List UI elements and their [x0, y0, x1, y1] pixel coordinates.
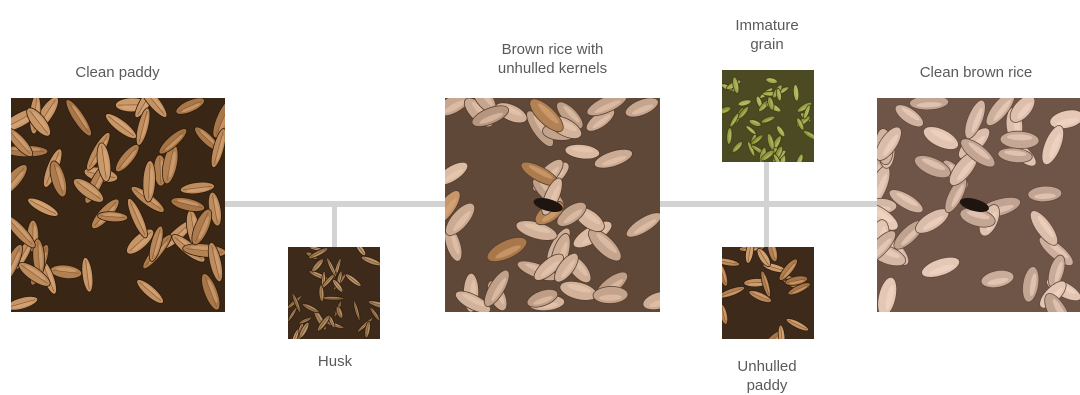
connector-unhulled-branch [764, 207, 769, 247]
husk-label: Husk [285, 352, 385, 371]
clean-brown-rice-photo [877, 98, 1080, 312]
connector-immature-branch [764, 162, 769, 202]
connector-husk-branch [332, 207, 337, 247]
immature-grain-photo [722, 70, 814, 162]
unhulled-paddy-photo [722, 247, 814, 339]
brown-rice-unhulled-photo [445, 98, 660, 312]
unhulled-paddy-label: Unhulled paddy [700, 357, 834, 395]
clean-paddy-label: Clean paddy [20, 63, 215, 82]
clean-paddy-photo [11, 98, 225, 312]
brown-rice-unhulled-label: Brown rice with unhulled kernels [440, 40, 665, 78]
clean-brown-rice-label: Clean brown rice [872, 63, 1080, 82]
immature-grain-label: Immature grain [700, 16, 834, 54]
husk-photo [288, 247, 380, 339]
